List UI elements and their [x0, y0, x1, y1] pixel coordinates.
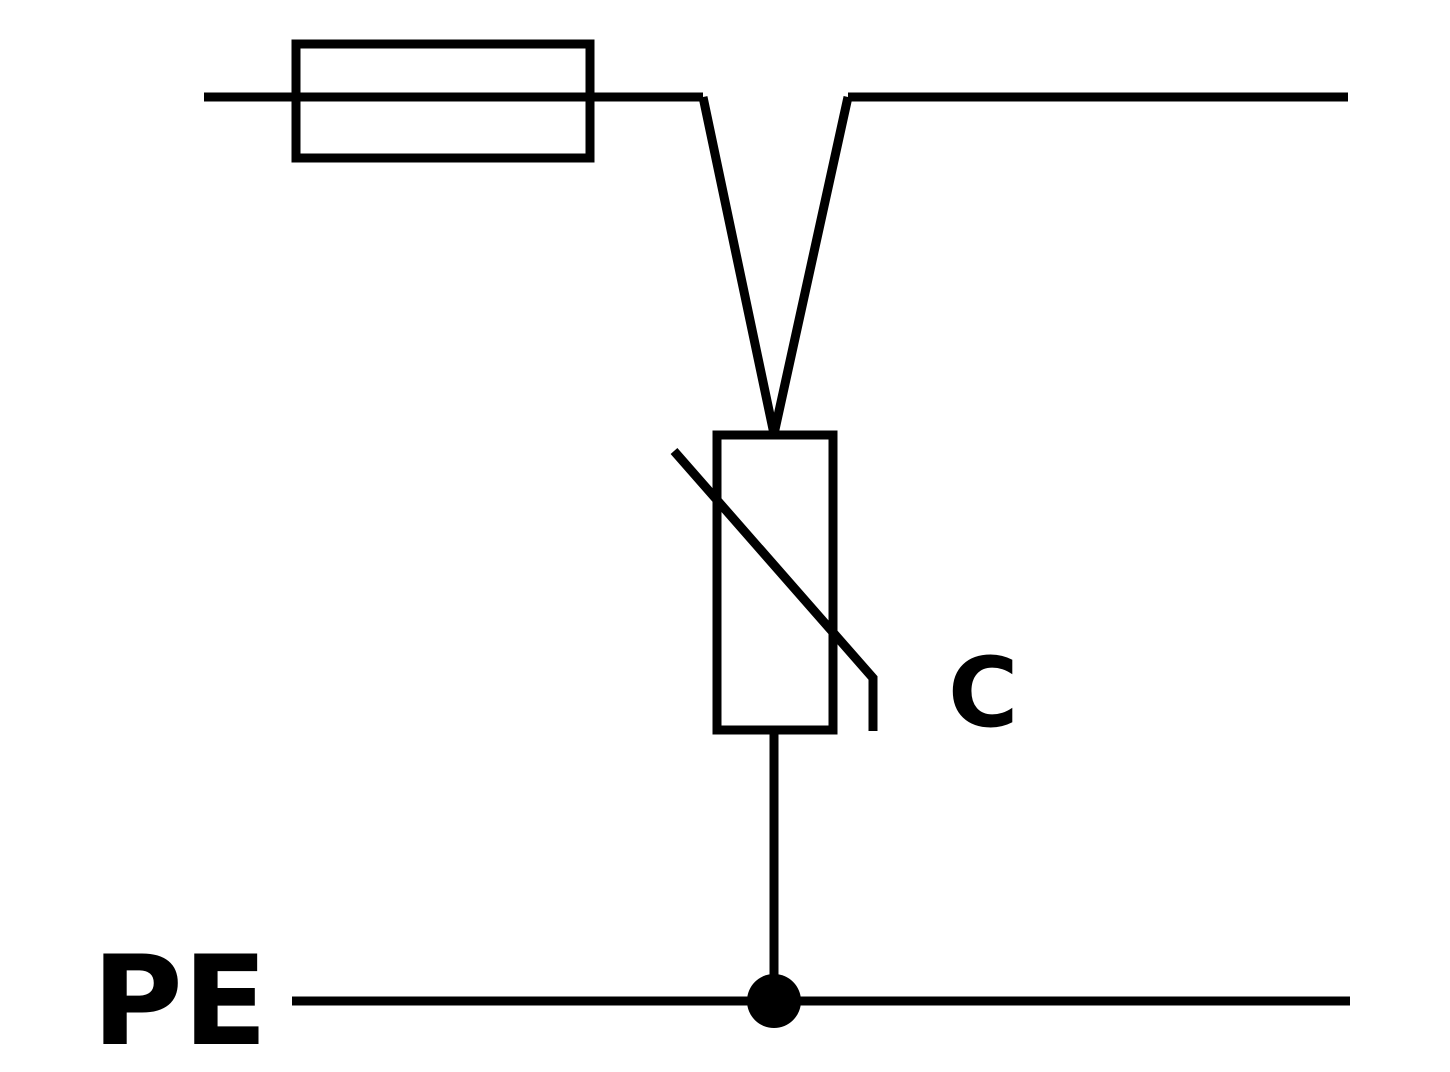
v-connection [698, 96, 853, 435]
varistor-diagonal [670, 448, 878, 731]
varistor-symbol [712, 430, 838, 735]
pe-label: PE [92, 930, 268, 1072]
varistor-label: C [948, 637, 1018, 749]
junction-dot [747, 974, 801, 1028]
fuse-symbol [291, 39, 595, 163]
